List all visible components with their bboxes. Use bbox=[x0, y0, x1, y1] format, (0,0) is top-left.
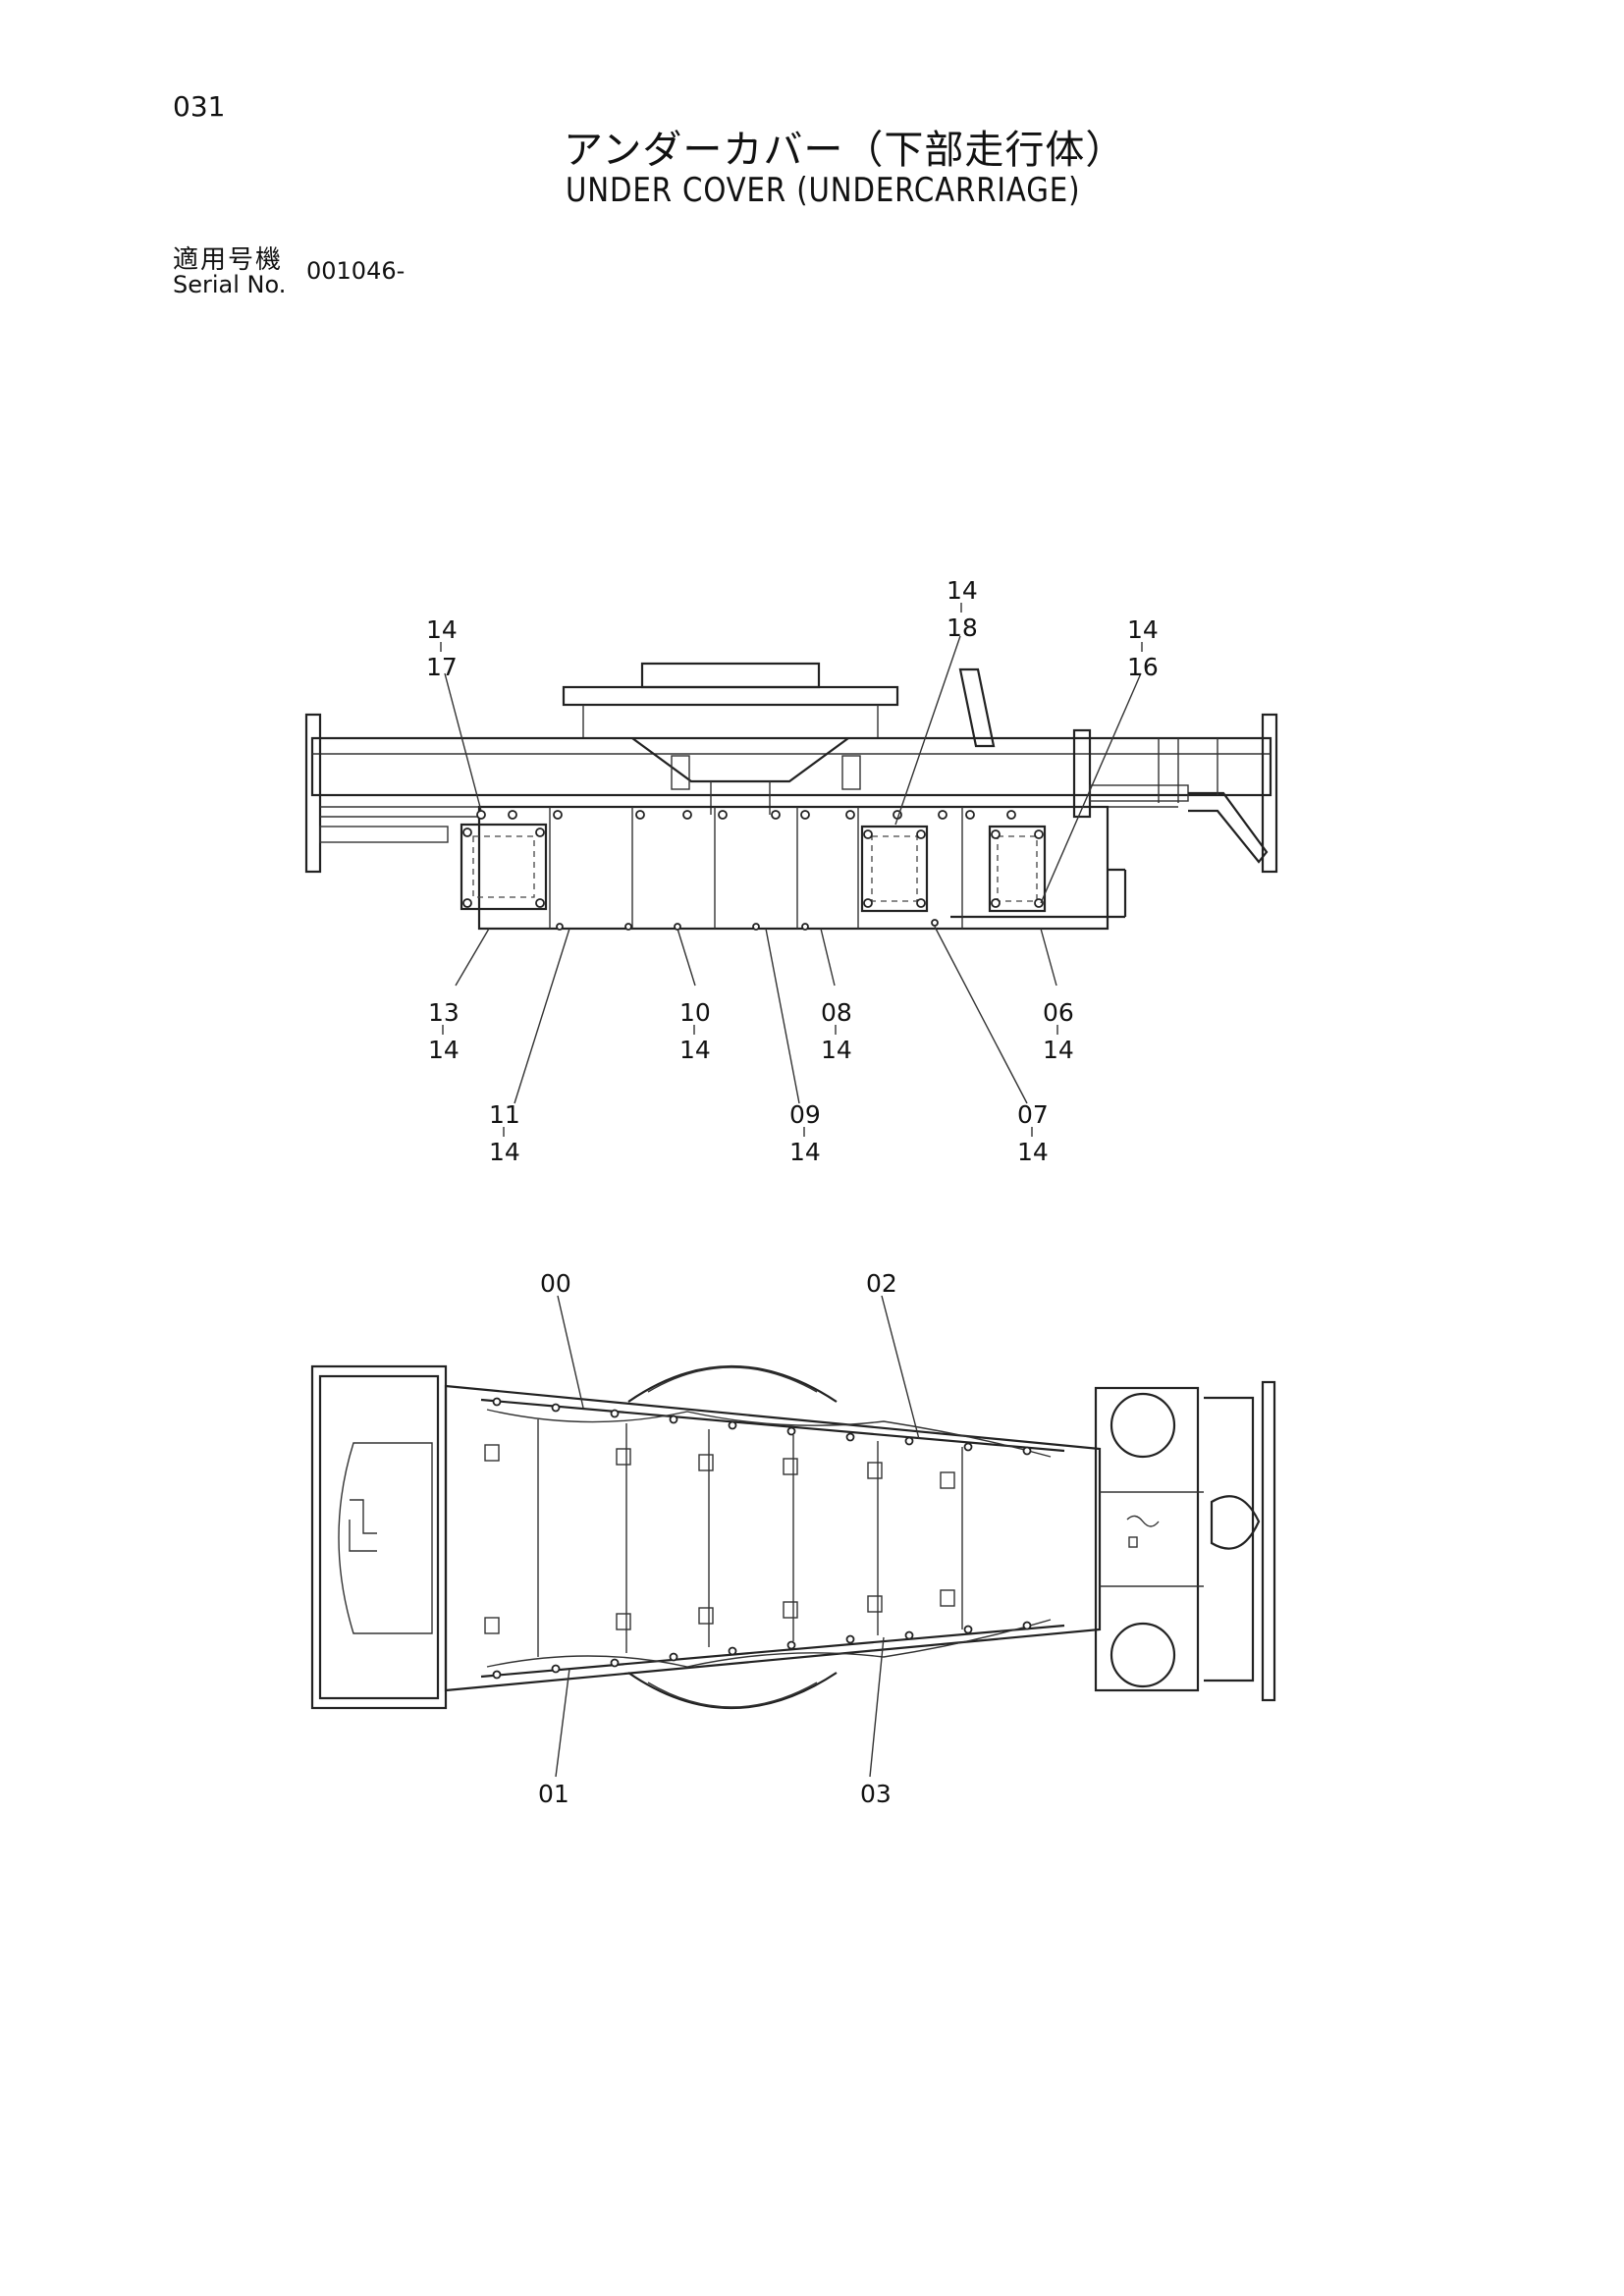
svg-text:14: 14 bbox=[947, 576, 978, 605]
svg-text:14: 14 bbox=[426, 615, 458, 644]
callout-07-14: 07 14 bbox=[1017, 1100, 1049, 1166]
svg-text:09: 09 bbox=[789, 1100, 821, 1129]
side-view-drawing bbox=[304, 662, 1278, 931]
callout-14-18: 14 18 bbox=[947, 576, 978, 642]
callout-08-14: 08 14 bbox=[821, 998, 852, 1064]
callout-02: 02 bbox=[866, 1269, 897, 1298]
svg-text:14: 14 bbox=[1017, 1138, 1049, 1166]
svg-text:14: 14 bbox=[821, 1036, 852, 1064]
callout-10-14: 10 14 bbox=[679, 998, 711, 1064]
svg-text:14: 14 bbox=[428, 1036, 460, 1064]
svg-text:14: 14 bbox=[489, 1138, 520, 1166]
svg-text:08: 08 bbox=[821, 998, 852, 1027]
svg-text:07: 07 bbox=[1017, 1100, 1049, 1129]
callout-14-16: 14 16 bbox=[1127, 615, 1159, 681]
title-english: UNDER COVER (UNDERCARRIAGE) bbox=[566, 171, 1081, 210]
svg-text:14: 14 bbox=[789, 1138, 821, 1166]
svg-text:10: 10 bbox=[679, 998, 711, 1027]
title-japanese: アンダーカバー（下部走行体） bbox=[564, 128, 1126, 173]
serial-number-value: 001046- bbox=[306, 257, 406, 285]
serial-label-japanese: 適用号機 bbox=[173, 245, 284, 275]
plan-view-drawing bbox=[310, 1364, 1276, 1710]
svg-text:18: 18 bbox=[947, 614, 978, 642]
svg-text:13: 13 bbox=[428, 998, 460, 1027]
svg-text:06: 06 bbox=[1043, 998, 1074, 1027]
callout-09-14: 09 14 bbox=[789, 1100, 821, 1166]
page-number: 031 bbox=[173, 90, 226, 123]
svg-text:14: 14 bbox=[1043, 1036, 1074, 1064]
callout-11-14: 11 14 bbox=[489, 1100, 520, 1166]
svg-text:11: 11 bbox=[489, 1100, 520, 1129]
callout-03: 03 bbox=[860, 1780, 892, 1808]
serial-label-english: Serial No. bbox=[173, 271, 287, 298]
side-view-leaders bbox=[444, 635, 1142, 1104]
svg-text:14: 14 bbox=[679, 1036, 711, 1064]
callout-14-17: 14 17 bbox=[426, 615, 458, 681]
svg-text:14: 14 bbox=[1127, 615, 1159, 644]
callout-13-14: 13 14 bbox=[428, 998, 460, 1064]
svg-text:16: 16 bbox=[1127, 653, 1159, 681]
callout-06-14: 06 14 bbox=[1043, 998, 1074, 1064]
svg-text:17: 17 bbox=[426, 653, 458, 681]
plan-view-leaders bbox=[555, 1295, 920, 1778]
callout-01: 01 bbox=[538, 1780, 569, 1808]
callout-00: 00 bbox=[540, 1269, 571, 1298]
